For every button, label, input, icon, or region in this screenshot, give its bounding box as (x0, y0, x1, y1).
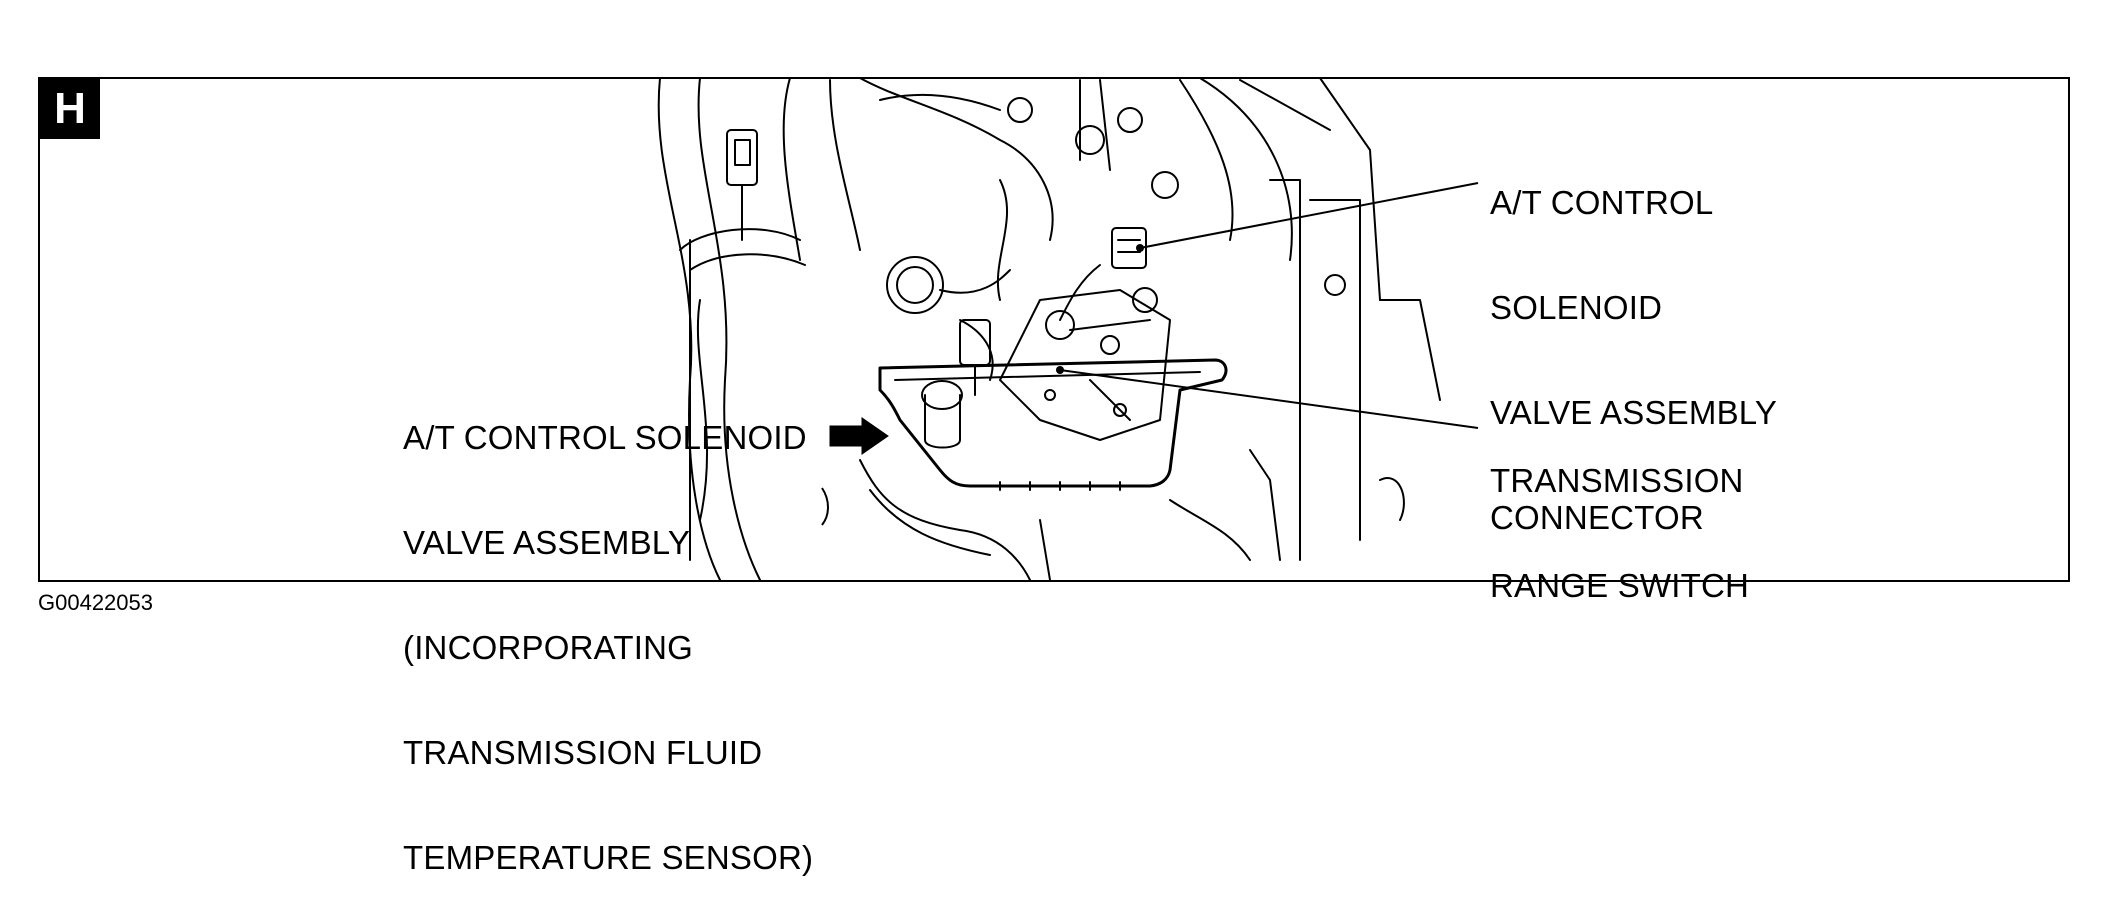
callout-line: RANGE SWITCH (1490, 567, 1750, 604)
callout-line: TEMPERATURE SENSOR) (403, 839, 814, 876)
range-switch-callout: TRANSMISSION RANGE SWITCH (1490, 393, 1749, 638)
callout-line: TRANSMISSION (1490, 462, 1744, 499)
callout-line: VALVE ASSEMBLY (403, 524, 691, 561)
callout-line: SOLENOID (1490, 289, 1663, 326)
transmission-line-drawing (657, 77, 1479, 581)
figure-id: G00422053 (38, 590, 153, 615)
callout-line: A/T CONTROL SOLENOID (403, 419, 807, 456)
panel-letter-badge: H (40, 79, 100, 139)
callout-line: VALVE ASSEMBLY (1490, 394, 1778, 431)
callout-line: (INCORPORATING (403, 629, 694, 666)
solenoid-callout: A/T CONTROL SOLENOID VALVE ASSEMBLY (INC… (403, 350, 813, 910)
callout-line: A/T CONTROL (1490, 184, 1714, 221)
callout-line: CONNECTOR (1490, 499, 1704, 536)
callout-line: TRANSMISSION FLUID (403, 734, 763, 771)
diagram-frame (38, 77, 2070, 582)
connector-callout: A/T CONTROL SOLENOID VALVE ASSEMBLY CONN… (1490, 115, 1777, 570)
